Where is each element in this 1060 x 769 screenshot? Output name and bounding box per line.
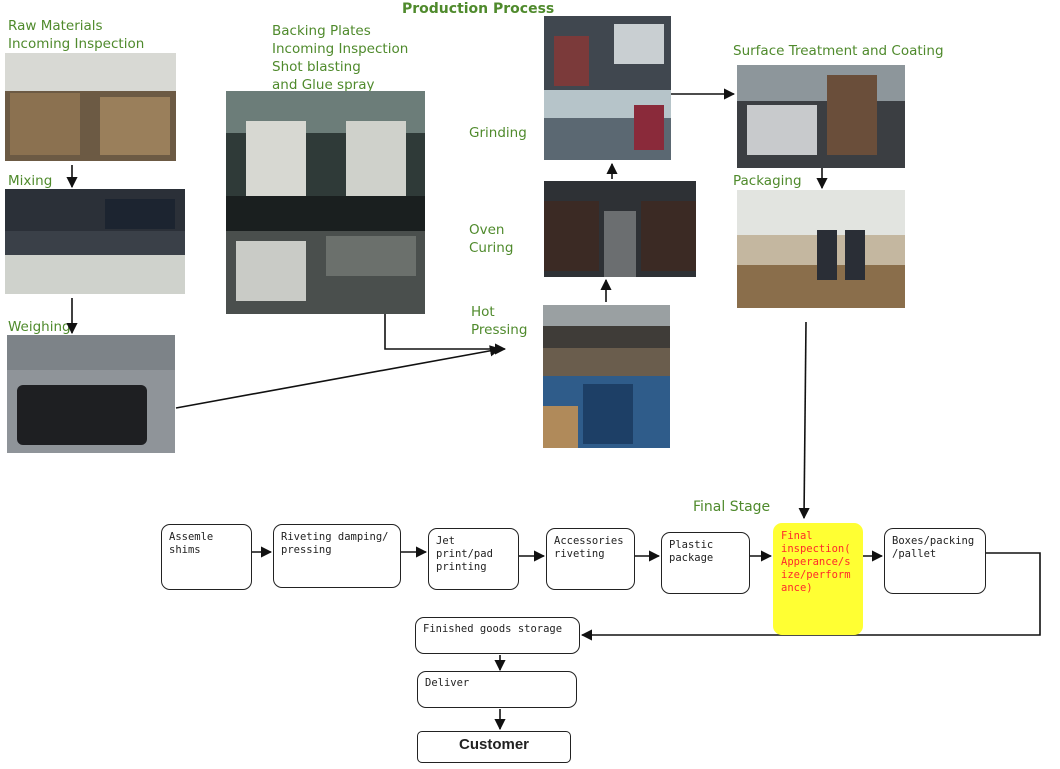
photo-backing-plates-2 <box>226 231 425 314</box>
photo-backing-plates-1 <box>226 91 425 231</box>
photo-oven-curing <box>544 181 696 277</box>
step-jet-print: Jet print/pad printing <box>428 528 519 590</box>
photo-weighing <box>7 335 175 453</box>
step-assemble-shims: Assemle shims <box>161 524 252 590</box>
photo-surface-treatment <box>737 65 905 168</box>
photo-grinding-2 <box>544 90 671 160</box>
label-weighing: Weighing <box>8 319 71 335</box>
label-backing-plates: Backing Plates Incoming Inspection Shot … <box>272 23 409 93</box>
photo-packaging <box>737 190 905 308</box>
photo-raw-materials <box>5 53 176 161</box>
label-raw-materials: Raw Materials Incoming Inspection <box>8 18 145 52</box>
step-deliver: Deliver <box>417 671 577 708</box>
label-grinding: Grinding <box>469 125 527 141</box>
label-packaging: Packaging <box>733 173 802 189</box>
step-boxes-packing: Boxes/packing /pallet <box>884 528 986 594</box>
label-surface-treatment: Surface Treatment and Coating <box>733 43 944 59</box>
step-accessories-riveting: Accessories riveting <box>546 528 635 590</box>
label-final-stage: Final Stage <box>693 499 771 515</box>
step-riveting-damping: Riveting damping/ pressing <box>273 524 401 588</box>
photo-hot-pressing-2 <box>543 376 670 448</box>
label-oven-curing: Oven Curing <box>469 222 514 256</box>
photo-mixing <box>5 189 185 294</box>
label-mixing: Mixing <box>8 173 53 189</box>
photo-grinding-1 <box>544 16 671 90</box>
label-hot-pressing: Hot Pressing <box>471 304 528 338</box>
diagram-title: Production Process <box>402 1 555 17</box>
step-final-inspection: Final inspection( Apperance/s ize/perfor… <box>773 523 863 635</box>
step-customer: Customer <box>417 731 571 763</box>
step-plastic-package: Plastic package <box>661 532 750 594</box>
photo-hot-pressing-1 <box>543 305 670 376</box>
step-finished-goods-storage: Finished goods storage <box>415 617 580 654</box>
